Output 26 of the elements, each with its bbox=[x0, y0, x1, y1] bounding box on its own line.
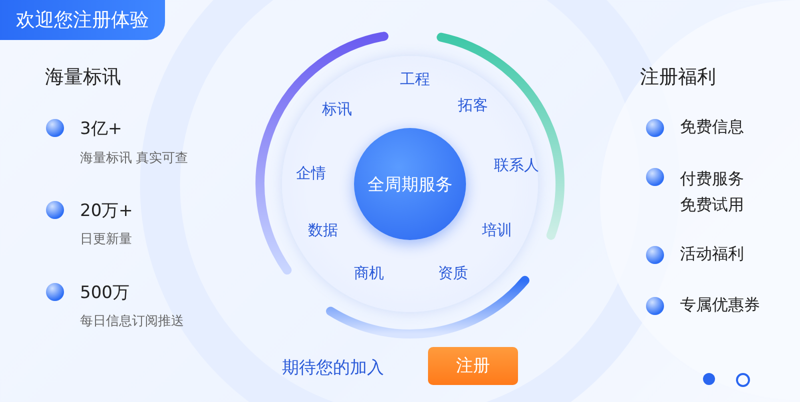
service-word: 培训 bbox=[482, 221, 512, 240]
register-button: 注册 bbox=[428, 347, 518, 385]
benefit-text: 免费信息 bbox=[680, 117, 744, 138]
section-heading: 注册福利 bbox=[640, 65, 716, 90]
stat-value: 500万 bbox=[80, 282, 130, 304]
center-text: 全周期服务 bbox=[368, 174, 452, 196]
stat-caption: 日更新量 bbox=[80, 231, 132, 248]
stat-caption: 海量标讯 真实可查 bbox=[80, 150, 188, 167]
benefit-text: 专属优惠券 bbox=[680, 295, 760, 316]
service-word: 资质 bbox=[438, 264, 468, 283]
stat-value: 20万+ bbox=[80, 200, 133, 222]
center-circle bbox=[354, 128, 466, 240]
service-word: 商机 bbox=[354, 264, 384, 283]
invite-text: 期待您的加入 bbox=[282, 357, 384, 379]
service-word: 企情 bbox=[296, 164, 326, 183]
stat-value: 3亿+ bbox=[80, 118, 122, 140]
service-word: 数据 bbox=[308, 221, 338, 240]
title-tab: 欢迎您注册体验 bbox=[0, 0, 165, 40]
service-word: 联系人 bbox=[494, 156, 539, 175]
section-heading: 海量标讯 bbox=[45, 65, 121, 90]
service-word: 标讯 bbox=[322, 100, 352, 119]
benefit-text: 活动福利 bbox=[680, 244, 744, 265]
benefit-text: 付费服务免费试用 bbox=[680, 168, 745, 216]
service-word: 拓客 bbox=[458, 96, 488, 115]
service-word: 工程 bbox=[400, 70, 430, 89]
stat-caption: 每日信息订阅推送 bbox=[80, 313, 184, 330]
